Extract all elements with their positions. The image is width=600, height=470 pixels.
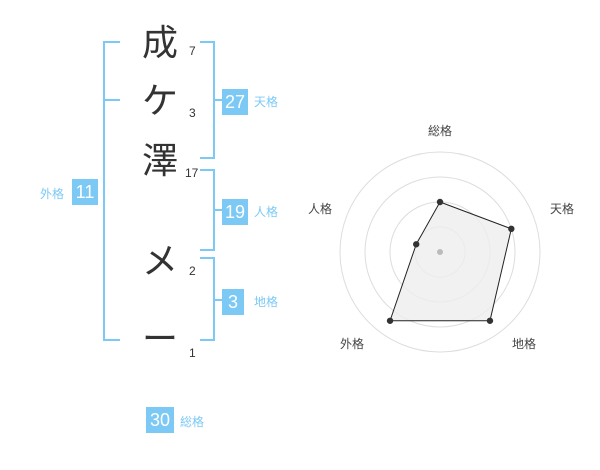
name-char-1: 成 <box>141 23 178 64</box>
gaikaku-badge: 11 <box>72 179 98 205</box>
gaikaku-label: 外格 <box>40 187 65 201</box>
tenkaku-label: 天格 <box>254 95 279 109</box>
soukaku-label: 総格 <box>180 415 205 429</box>
radar-axis-label-tenkaku: 天格 <box>549 202 574 216</box>
radar-points <box>386 198 515 324</box>
stroke-count-4: 2 <box>189 264 196 278</box>
name-char-2: ケ <box>141 81 178 122</box>
tenkaku-badge: 27 <box>222 89 248 115</box>
radar-axis-label-gaikaku: 外格 <box>339 337 364 351</box>
stroke-count-3: 17 <box>185 166 199 180</box>
radar-axis-label-chikaku: 地格 <box>511 337 536 351</box>
radar-ring <box>339 151 541 353</box>
radar-point-1 <box>436 198 444 206</box>
name-char-5: ー <box>141 319 178 360</box>
chikaku-badge: 3 <box>222 289 244 315</box>
name-char-3: 澤 <box>141 141 178 182</box>
radar-point-4 <box>386 317 394 324</box>
jinkaku-label: 人格 <box>254 205 279 219</box>
soukaku-badge: 30 <box>146 407 174 433</box>
chikaku-label: 地格 <box>254 295 279 309</box>
radar-ring <box>364 176 516 328</box>
radar-axis-label-jinkaku: 人格 <box>307 202 332 216</box>
gaikaku-bracket <box>103 41 120 341</box>
radar-point-5 <box>413 241 420 248</box>
radar-point-3 <box>486 317 494 324</box>
radar-axis-label-soukaku: 総格 <box>427 124 452 138</box>
jinkaku-badge: 19 <box>222 199 248 225</box>
stroke-count-2: 3 <box>189 106 196 120</box>
stroke-count-5: 1 <box>189 346 196 360</box>
radar-point-2 <box>508 225 515 233</box>
name-char-4: メ <box>141 241 178 282</box>
radar-value-polygon <box>389 201 512 322</box>
stroke-count-1: 7 <box>189 44 196 58</box>
radar-center-dot <box>437 249 443 255</box>
